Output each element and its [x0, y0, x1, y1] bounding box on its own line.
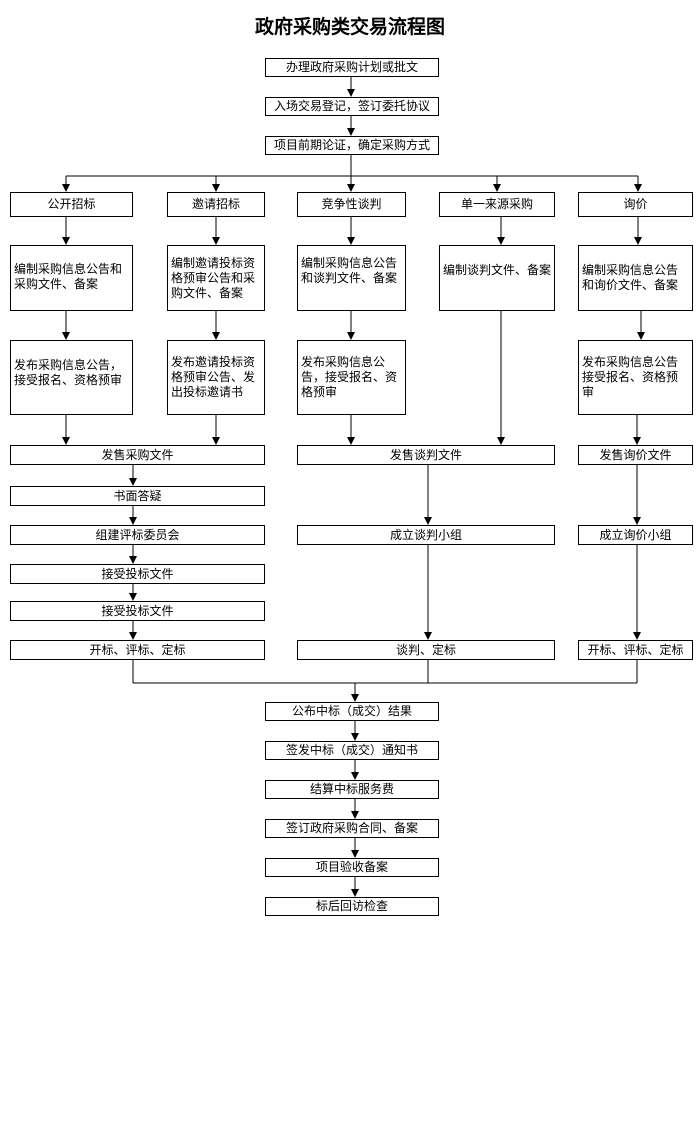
step-follow-up: 标后回访检查	[265, 897, 439, 916]
step-determine-method: 项目前期论证，确定采购方式	[265, 136, 439, 155]
right-sell-inquiry-docs: 发售询价文件	[578, 445, 693, 465]
left-receive-bids-2: 接受投标文件	[10, 601, 265, 621]
prep-invited-tender: 编制邀请投标资格预审公告和采购文件、备案	[167, 245, 265, 311]
left-form-committee: 组建评标委员会	[10, 525, 265, 545]
diagram-title: 政府采购类交易流程图	[254, 16, 445, 38]
mid-form-negotiation-team: 成立谈判小组	[297, 525, 555, 545]
left-sell-docs: 发售采购文件	[10, 445, 265, 465]
method-single-source: 单一来源采购	[439, 192, 555, 217]
left-written-qa: 书面答疑	[10, 486, 265, 506]
publish-negotiation: 发布采购信息公告，接受报名、资格预审	[297, 340, 406, 415]
step-issue-notice: 签发中标（成交）通知书	[265, 741, 439, 760]
step-settle-fee: 结算中标服务费	[265, 780, 439, 799]
mid-negotiate-award: 谈判、定标	[297, 640, 555, 660]
step-acceptance: 项目验收备案	[265, 858, 439, 877]
method-invited-tender: 邀请招标	[167, 192, 265, 217]
step-publish-result: 公布中标（成交）结果	[265, 702, 439, 721]
left-receive-bids-1: 接受投标文件	[10, 564, 265, 584]
mid-sell-negotiation-docs: 发售谈判文件	[297, 445, 555, 465]
publish-open-tender: 发布采购信息公告，接受报名、资格预审	[10, 340, 133, 415]
method-inquiry: 询价	[578, 192, 693, 217]
prep-single-source: 编制谈判文件、备案	[439, 245, 555, 311]
publish-inquiry: 发布采购信息公告接受报名、资格预审	[578, 340, 693, 415]
prep-inquiry: 编制采购信息公告和询价文件、备案	[578, 245, 693, 311]
method-open-tender: 公开招标	[10, 192, 133, 217]
step-plan-approval: 办理政府采购计划或批文	[265, 58, 439, 77]
right-form-inquiry-team: 成立询价小组	[578, 525, 693, 545]
prep-open-tender: 编制采购信息公告和采购文件、备案	[10, 245, 133, 311]
step-sign-contract: 签订政府采购合同、备案	[265, 819, 439, 838]
step-registration: 入场交易登记，签订委托协议	[265, 97, 439, 116]
left-open-evaluate-award: 开标、评标、定标	[10, 640, 265, 660]
right-open-evaluate-award: 开标、评标、定标	[578, 640, 693, 660]
prep-negotiation: 编制采购信息公告和谈判文件、备案	[297, 245, 406, 311]
method-competitive-negotiation: 竞争性谈判	[297, 192, 406, 217]
publish-invited-tender: 发布邀请投标资格预审公告、发出投标邀请书	[167, 340, 265, 415]
